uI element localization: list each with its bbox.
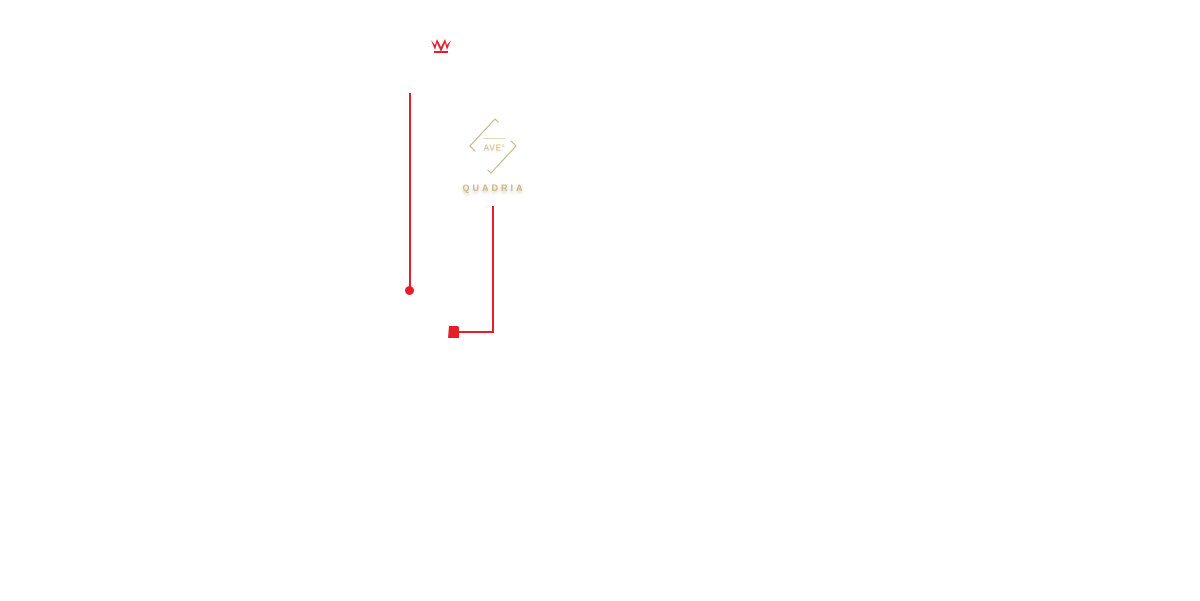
logo-abbr-text: AVE [483,143,503,153]
logo-abbr-sup: 9 [502,143,505,148]
timeline-dot-left [405,286,414,295]
logo-rule [483,138,505,139]
crown-icon [431,39,451,53]
logo-abbr: AVE9 [477,143,511,153]
quadria-logo-icon [469,118,517,174]
timeline-line-right [492,206,494,333]
pin-marker-icon [448,326,459,338]
timeline-line-left [409,93,411,290]
timeline-line-right-branch [456,331,494,333]
logo-wordmark: QUADRIA [462,183,526,193]
